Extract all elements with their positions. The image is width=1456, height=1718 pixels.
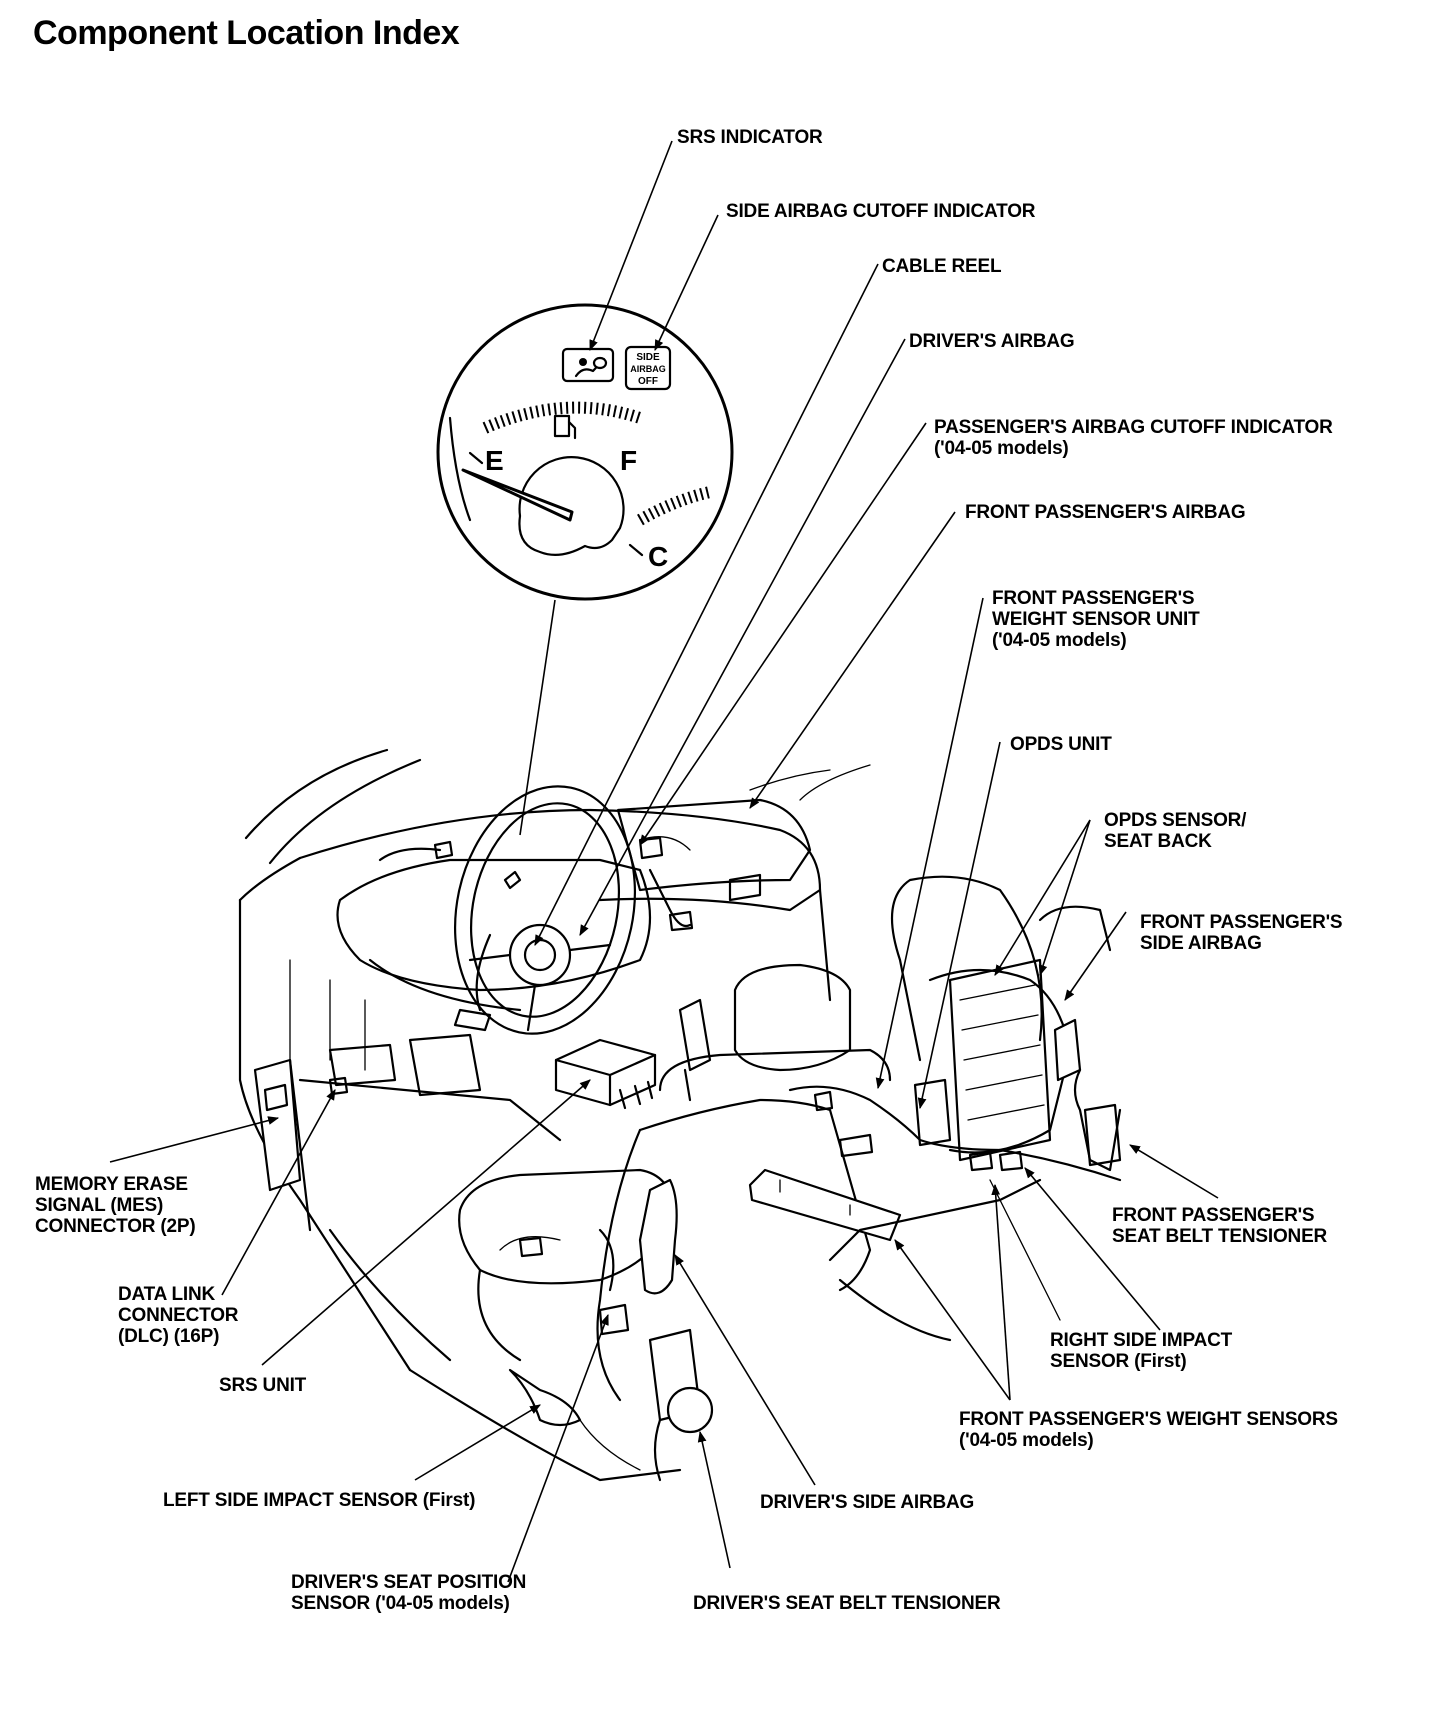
label-right-side-impact-sensor: RIGHT SIDE IMPACT SENSOR (First) [1050,1330,1232,1372]
label-memory-erase-signal-connector: MEMORY ERASE SIGNAL (MES) CONNECTOR (2P) [35,1174,196,1237]
side-airbag-off-icon: SIDE AIRBAG OFF [624,345,672,391]
srs-unit-drawing [554,1038,657,1110]
gauge-full-label: F [620,445,637,476]
label-line: SIGNAL (MES) [35,1195,164,1216]
label-front-passengers-weight-sensor-unit: FRONT PASSENGER'S WEIGHT SENSOR UNIT ('0… [992,588,1200,651]
gauge-cold-label: C [648,541,668,572]
label-srs-indicator: SRS INDICATOR [677,127,823,148]
label-line: SIDE AIRBAG [1140,933,1262,954]
label-line: CONNECTOR [118,1305,239,1326]
label-line: OPDS SENSOR/ [1104,810,1247,831]
label-drivers-side-airbag: DRIVER'S SIDE AIRBAG [760,1492,975,1513]
label-line: FRONT PASSENGER'S [1140,912,1343,933]
leader-lines [109,140,1219,1583]
label-front-passengers-airbag: FRONT PASSENGER'S AIRBAG [965,502,1246,523]
gauge-icon-off-text: OFF [638,376,658,387]
gauge-icon-airbag-text: AIRBAG [630,364,666,374]
gauge-empty-label: E [485,445,504,476]
label-line: ('04-05 models) [959,1430,1094,1451]
label-line: CONNECTOR (2P) [35,1216,196,1237]
label-side-airbag-cutoff-indicator: SIDE AIRBAG CUTOFF INDICATOR [726,201,1036,222]
label-line: WEIGHT SENSOR UNIT [992,609,1200,630]
label-line: SEAT BELT TENSIONER [1112,1226,1328,1247]
label-passengers-airbag-cutoff-indicator: PASSENGER'S AIRBAG CUTOFF INDICATOR ('04… [934,417,1333,459]
srs-indicator-icon [561,347,615,383]
gauge-cluster-magnifier: SIDE AIRBAG OFF E F C [436,303,734,601]
vehicle-interior-drawing [238,748,1122,1482]
label-opds-sensor-seat-back: OPDS SENSOR/ SEAT BACK [1104,810,1246,852]
label-line: FRONT PASSENGER'S [1112,1205,1315,1226]
label-line: FRONT PASSENGER'S WEIGHT SENSORS [959,1409,1338,1430]
label-line: SENSOR (First) [1050,1351,1187,1372]
gauge-icon-side-text: SIDE [636,352,660,363]
label-line: ('04-05 models) [934,438,1069,459]
label-line: SEAT BACK [1104,831,1212,852]
label-line: ('04-05 models) [992,630,1127,651]
label-line: MEMORY ERASE [35,1174,188,1195]
label-line: FRONT PASSENGER'S [992,588,1195,609]
label-drivers-seat-position-sensor: DRIVER'S SEAT POSITION SENSOR ('04-05 mo… [291,1572,526,1614]
label-cable-reel: CABLE REEL [882,256,1002,277]
label-line: (DLC) (16P) [118,1326,220,1347]
label-front-passengers-seat-belt-tensioner: FRONT PASSENGER'S SEAT BELT TENSIONER [1112,1205,1327,1247]
label-front-passengers-weight-sensors: FRONT PASSENGER'S WEIGHT SENSORS ('04-05… [959,1409,1338,1451]
label-front-passengers-side-airbag: FRONT PASSENGER'S SIDE AIRBAG [1140,912,1343,954]
label-line: RIGHT SIDE IMPACT [1050,1330,1233,1351]
label-left-side-impact-sensor: LEFT SIDE IMPACT SENSOR (First) [163,1490,476,1511]
label-drivers-airbag: DRIVER'S AIRBAG [909,331,1075,352]
page-title: Component Location Index [33,14,460,52]
label-line: DRIVER'S SEAT POSITION [291,1572,527,1593]
label-line: DATA LINK [118,1284,216,1305]
label-line: SENSOR ('04-05 models) [291,1593,510,1614]
label-line: PASSENGER'S AIRBAG CUTOFF INDICATOR [934,417,1333,438]
label-srs-unit: SRS UNIT [219,1375,307,1396]
fuel-pump-icon [553,414,577,440]
steering-wheel [453,785,637,1035]
label-opds-unit: OPDS UNIT [1010,734,1112,755]
label-data-link-connector: DATA LINK CONNECTOR (DLC) (16P) [118,1284,239,1347]
label-drivers-seat-belt-tensioner: DRIVER'S SEAT BELT TENSIONER [693,1593,1001,1614]
